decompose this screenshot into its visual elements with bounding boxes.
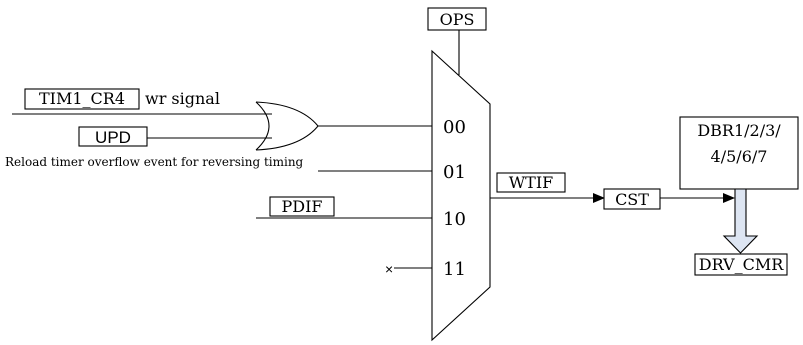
input-11: × [385,261,432,277]
dbr-box [679,116,799,190]
mux-port-10: 10 [443,209,466,230]
dbr-block: DBR1/2/3/ 4/5/6/7 [679,116,799,190]
unused-mark: × [385,261,393,277]
reload-note: Reload timer overflow event for reversin… [5,155,304,169]
upd-label: UPD [95,128,131,147]
ops-block: OPS [427,7,487,75]
drv-cmr-label: DRV_CMR [699,255,784,274]
wr-signal-label: wr signal [145,89,220,108]
or-gate-body [255,101,319,151]
cst-label: CST [615,190,649,209]
dbr-line1: DBR1/2/3/ [697,121,781,140]
mux-port-11: 11 [443,259,466,280]
pdif-box [269,196,335,217]
ops-box [427,7,487,31]
dbr-to-drv-block-arrow [722,188,759,254]
or-gate-back [255,101,270,151]
ops-label: OPS [440,10,475,29]
drv-cmr-block: DRV_CMR [694,253,788,276]
pdif-label: PDIF [281,197,322,216]
upd-input: UPD [78,126,272,147]
cst-block: CST [603,188,735,210]
tim1-cr4-box [24,88,140,110]
mux-port-00: 00 [443,117,466,138]
or-gate [255,101,432,151]
upd-box [78,126,148,147]
tim1-cr4-label: TIM1_CR4 [39,89,125,108]
pdif-input: PDIF [256,196,432,219]
drv-cmr-box [694,253,788,276]
wtif-output: WTIF [490,172,605,203]
multiplexer [431,49,491,342]
wtif-box [496,172,566,193]
wtif-label: WTIF [509,173,554,192]
cst-box [603,188,661,210]
tim1-cr4-input: TIM1_CR4 wr signal [12,88,272,115]
dbr-line2: 4/5/6/7 [711,147,768,166]
mux-port-01: 01 [443,162,466,183]
